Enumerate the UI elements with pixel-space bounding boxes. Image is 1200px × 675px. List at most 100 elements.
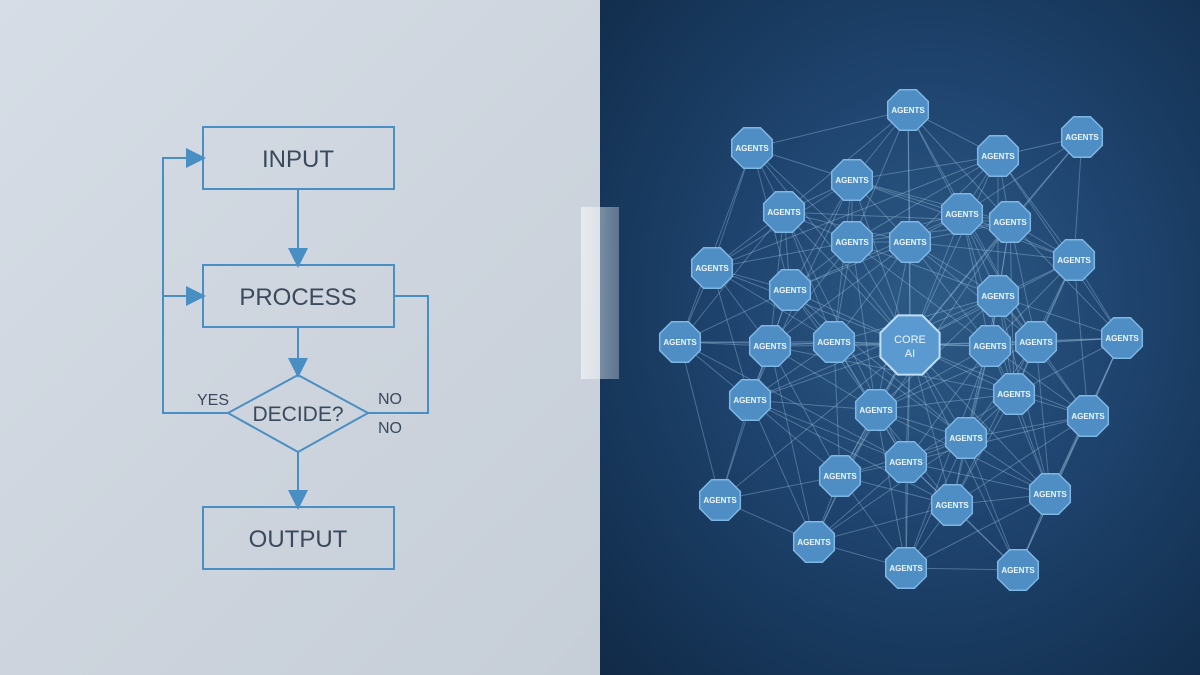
agent-node-label: AGENTS [997,390,1031,399]
core-ai-label-line1: CORE [894,334,926,346]
network-edge [719,345,771,501]
agent-node-shape [1100,316,1144,360]
network-edge [711,241,853,269]
network-edge [769,345,841,477]
agent-node-shape [968,324,1012,368]
network-edge [679,341,907,463]
agent-node: AGENTS [812,320,856,364]
agent-node-shape [944,416,988,460]
network-edge [711,267,835,343]
flowchart: INPUT PROCESS DECIDE? OUTPUT YES NO NO [162,126,429,570]
network-edge [909,136,1083,346]
agent-node: AGENTS [1100,316,1144,360]
agent-node-shape [690,246,734,290]
network-edge [851,241,991,347]
network-edge [905,345,991,463]
agent-node: AGENTS [884,440,928,484]
network-edge [679,147,753,343]
agent-node-label: AGENTS [1071,412,1105,421]
network-edge [789,289,967,439]
agent-node-label: AGENTS [981,292,1015,301]
network-edge [851,241,877,411]
network-edge [989,345,1051,495]
network-edge [751,109,909,149]
agent-node-label: AGENTS [945,210,979,219]
agent-node-shape [658,320,702,364]
agent-node-shape [854,388,898,432]
agent-node: AGENTS [968,324,1012,368]
network-edge [769,345,815,543]
network-edge [951,415,1089,506]
network-edge [1035,341,1051,495]
network-edge [851,221,1011,243]
output-label: OUTPUT [249,526,348,553]
agent-node-label: AGENTS [1065,133,1099,142]
agent-node-shape [884,440,928,484]
agent-node: AGENTS [658,320,702,364]
agent-node: AGENTS [884,546,928,590]
agent-node-shape [748,324,792,368]
agent-node-label: AGENTS [1105,334,1139,343]
network-edge [909,241,1037,343]
agent-node-shape [730,126,774,170]
agent-node-shape [762,190,806,234]
agent-node-label: AGENTS [1019,338,1053,347]
agent-node-label: AGENTS [1001,566,1035,575]
agent-node-shape [812,320,856,364]
decide-label: DECIDE? [252,403,343,426]
agent-node-label: AGENTS [797,538,831,547]
no-loop [368,295,429,414]
process-label: PROCESS [239,284,356,311]
agent-node: AGENTS [690,246,734,290]
agent-node: AGENTS [996,548,1040,592]
agent-node-shape [792,520,836,564]
agent-node-label: AGENTS [753,342,787,351]
agent-node-label: AGENTS [695,264,729,273]
agent-node-shape [992,372,1036,416]
network-edge [851,179,1011,223]
core-ai-label-line2: AI [905,348,915,360]
network-edge [813,504,953,543]
network-edge [907,109,911,243]
agent-node-shape [1028,472,1072,516]
network-edge [909,241,991,347]
agent-node-label: AGENTS [889,458,923,467]
yes-label: YES [197,392,229,409]
network-edge [907,109,1011,223]
network-edge [905,493,1051,569]
yes-loop-to-input [162,148,228,414]
agent-node: AGENTS [930,483,974,527]
agent-node-label: AGENTS [703,496,737,505]
agent-node: AGENTS [1052,238,1096,282]
network-edge [965,437,1019,571]
network-edge [769,241,911,347]
agent-node: AGENTS [888,220,932,264]
agent-node: AGENTS [992,372,1036,416]
network-edge [909,344,1051,495]
network-edge [961,136,1083,215]
agent-node: AGENTS [854,388,898,432]
network-edge [997,155,1075,261]
network-edge [851,155,999,243]
agent-node-label: AGENTS [993,218,1027,227]
network-edge [749,399,953,506]
agent-node-label: AGENTS [817,338,851,347]
network-edge [749,295,999,401]
agent-node-shape [976,274,1020,318]
network-edge [679,341,911,346]
left-panel [0,0,600,675]
agent-node-label: AGENTS [835,176,869,185]
network-edge [1017,337,1123,571]
agent-node-label: AGENTS [893,238,927,247]
agent-node: AGENTS [728,378,772,422]
network-edge [783,211,835,343]
network-edge [833,341,967,439]
network-edge [905,461,1051,495]
network-edge [905,415,1089,463]
no-label-top: NO [378,391,402,408]
agent-node-shape [1066,394,1110,438]
agent-node-label: AGENTS [735,144,769,153]
network-edge [749,399,907,463]
